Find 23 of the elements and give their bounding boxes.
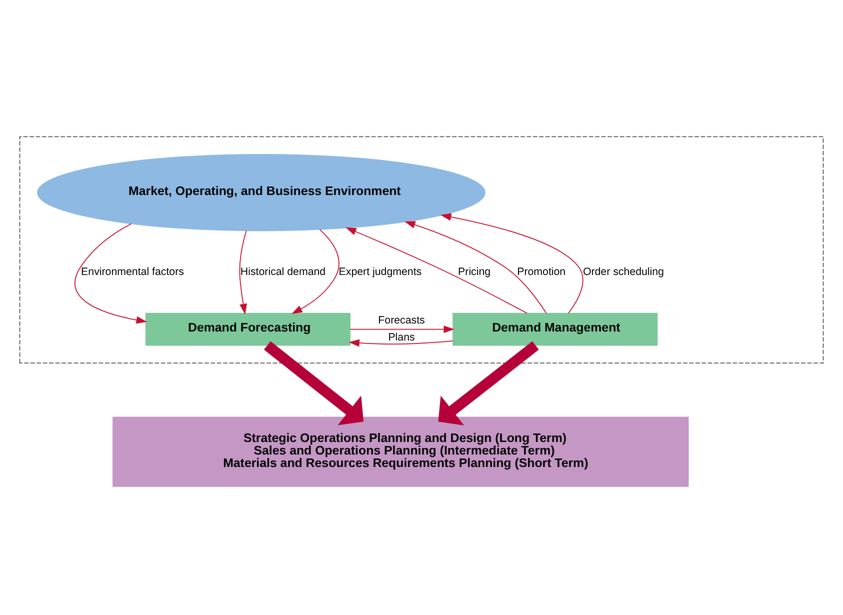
- arrow: [348, 338, 454, 346]
- arrow: [404, 220, 547, 314]
- arrow: [292, 228, 340, 314]
- edge-label: Plans: [388, 330, 415, 343]
- arrow: [346, 226, 528, 314]
- edge-label: Pricing: [458, 265, 491, 278]
- edge-label: Promotion: [517, 265, 566, 278]
- node-box: Strategic Operations Planning and Design (Long Term) Sales and Operations Planning (Intermediate Term) Materials and Resources Requirements Planning (Short Term): [112, 416, 689, 486]
- arrow: [350, 325, 454, 333]
- node-box: Demand Management: [452, 312, 658, 346]
- edge-label: Expert judgments: [338, 265, 422, 278]
- edge-label: Environmental factors: [81, 265, 184, 278]
- node-box: Demand Forecasting: [145, 312, 350, 346]
- edge-label: Order scheduling: [582, 265, 664, 278]
- arrow: [440, 212, 584, 314]
- edge-label: Forecasts: [378, 314, 425, 326]
- arrow: [264, 340, 364, 425]
- node-ellipse: Market, Operating, and Business Environment: [37, 153, 486, 231]
- arrow: [74, 222, 147, 324]
- arrow: [438, 340, 539, 425]
- cluster: [19, 136, 824, 363]
- edge-label: Historical demand: [240, 265, 326, 278]
- arrow: [239, 230, 247, 314]
